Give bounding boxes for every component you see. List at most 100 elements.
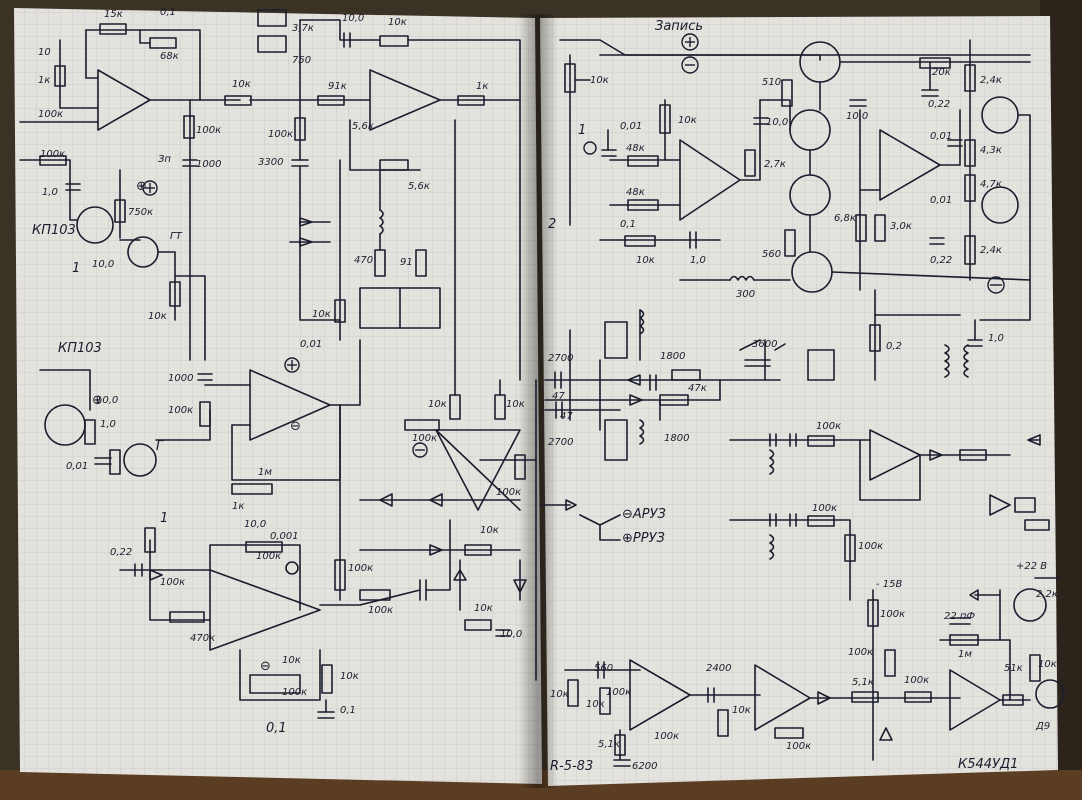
r-label: 6,8к — [834, 213, 856, 224]
c-label: 1000 — [196, 159, 222, 170]
r-label: 10к — [388, 17, 407, 28]
r-label: 100к — [880, 609, 906, 620]
r-label: 100к — [412, 433, 438, 444]
r-label: 1к — [232, 501, 245, 512]
opamp-symbol — [249, 369, 331, 441]
r-label: 510 — [762, 77, 782, 88]
supply-label: ⊕ — [136, 179, 147, 194]
c-label: 0,01 — [620, 121, 643, 132]
r-label: 100к — [40, 149, 66, 160]
r-label: 750к — [128, 207, 154, 218]
r-label: 1к — [476, 81, 489, 92]
r-label: 1к — [38, 75, 51, 86]
r-label: 2,4к — [980, 245, 1002, 256]
opamp-symbol — [949, 669, 1001, 731]
r-label: 3,7к — [292, 23, 314, 34]
r-label: 20к — [932, 67, 951, 78]
r-label: 560 — [762, 249, 782, 260]
r-label: 10к — [474, 603, 493, 614]
pin-label: 1 — [160, 511, 169, 526]
r-label: 10к — [636, 255, 655, 266]
c-label: 10,0 — [342, 13, 365, 24]
left-page — [14, 8, 542, 784]
part-label: Д9 — [1036, 721, 1051, 732]
part-label: КП103 — [32, 223, 76, 238]
r-label: 2,2к — [1036, 589, 1058, 600]
r-label: 47к — [688, 383, 707, 394]
c-label: 1,0 — [988, 333, 1004, 344]
r-label: 100к — [496, 487, 522, 498]
supply-label: ⊖ — [260, 659, 271, 674]
r-label: 100к — [816, 421, 842, 432]
r-label: 100к — [268, 129, 294, 140]
page-gutter — [518, 14, 558, 788]
c-label: 1800 — [664, 433, 690, 444]
c-label: 47 — [552, 391, 565, 402]
c-label: 1800 — [660, 351, 686, 362]
c-label: 0,1 — [340, 705, 356, 716]
r-label: 470 — [354, 255, 374, 266]
opamp-symbol — [97, 69, 151, 131]
r-label: 100к — [160, 577, 186, 588]
r-label: 100к — [282, 687, 308, 698]
opamp-symbol — [869, 429, 921, 481]
c-label: 0,1 — [266, 721, 287, 736]
pin-label: 1 — [72, 261, 81, 276]
r-label: 10к — [480, 525, 499, 536]
r-label: 100к — [654, 731, 680, 742]
r-label: 100к — [256, 551, 282, 562]
c-label: 0,01 — [300, 339, 323, 350]
opamp-symbol — [209, 569, 321, 651]
c-label: 10 — [38, 47, 51, 58]
opamp-symbol — [679, 139, 741, 221]
c-label: 3600 — [752, 339, 778, 350]
c-label: 1000 — [168, 373, 194, 384]
c-label: 0,01 — [930, 131, 953, 142]
r-label: 5,6к — [352, 121, 374, 132]
r-label: 2,7к — [764, 159, 786, 170]
r-label: 4,3к — [980, 145, 1002, 156]
r-label: 100к — [904, 675, 930, 686]
right-schematic — [539, 39, 1065, 767]
c-label: 3300 — [258, 157, 284, 168]
r-label: 10к — [590, 75, 609, 86]
r-label: 68к — [160, 51, 179, 62]
r-label: 91 — [400, 257, 413, 268]
pru-label: ⊕РРУЗ — [622, 531, 665, 546]
c-label: 10,0 — [92, 259, 115, 270]
r-label: 100к — [858, 541, 884, 552]
pin-label: 1 — [578, 123, 587, 138]
r-label: 5,1к — [852, 677, 874, 688]
c-label: 10,0 — [846, 111, 869, 122]
supply-label: ⊖ — [290, 419, 301, 434]
r-label: 300 — [736, 289, 756, 300]
r-label: 470к — [190, 633, 216, 644]
pin-label: 2 — [548, 217, 557, 232]
c-label: 0,01 — [66, 461, 89, 472]
supply-label: +22 В — [1016, 561, 1048, 572]
c-label: 10,0 — [244, 519, 267, 530]
c-label: 10,0 — [766, 117, 789, 128]
c-label: 0,22 — [930, 255, 953, 266]
chip-label: К544УД1 — [958, 757, 1019, 772]
power-symbols — [142, 33, 1005, 458]
r-label: 10к — [1038, 659, 1057, 670]
c-label: 47 — [560, 411, 573, 422]
opamp-symbol — [754, 664, 811, 731]
left-schematic — [19, 9, 537, 719]
c-label: 2400 — [706, 663, 732, 674]
r-label: 10к — [312, 309, 331, 320]
r-label: 100к — [168, 405, 194, 416]
r-label: 3,0к — [890, 221, 912, 232]
c-label: 10,0 — [500, 629, 523, 640]
r-label: 10к — [678, 115, 697, 126]
opamp-symbol — [629, 659, 691, 731]
part-label: КП103 — [58, 341, 102, 356]
r-label: 750 — [292, 55, 312, 66]
r-label: 5,6к — [408, 181, 430, 192]
r-label: 10к — [586, 699, 605, 710]
c-label: 1,0 — [100, 419, 116, 430]
supply-label: Зп — [158, 154, 171, 165]
part-label: Г — [156, 439, 164, 454]
c-label: 0,001 — [270, 531, 299, 542]
